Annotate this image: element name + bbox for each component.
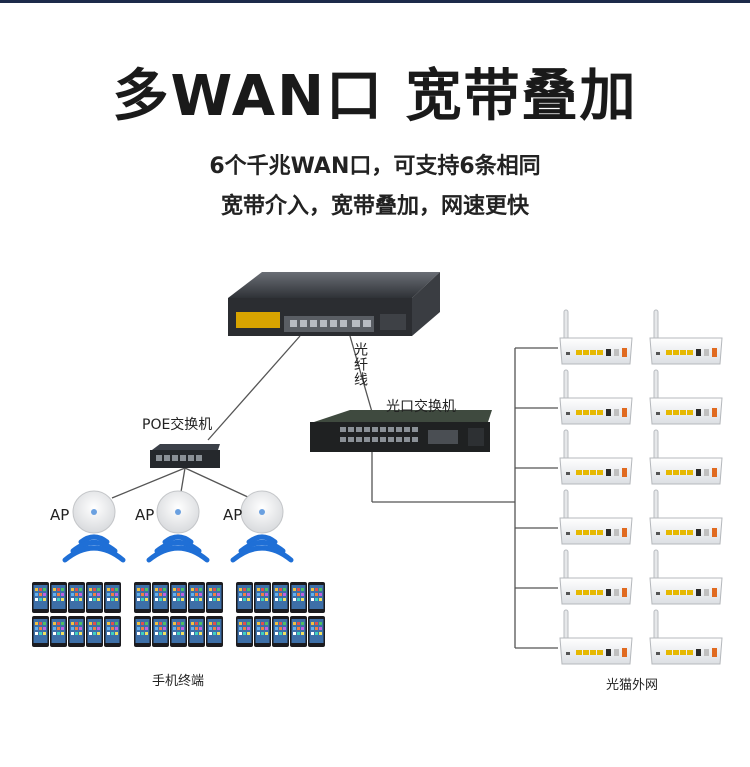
- subtitle-line-1: 6个千兆WAN口，可支持6条相同: [209, 154, 541, 179]
- connection-lines: [111, 335, 558, 649]
- top-border: [0, 0, 750, 3]
- ap-label-2: AP: [135, 506, 155, 524]
- phone-terminals: [32, 582, 325, 647]
- subtitle-line-2: 宽带介入，宽带叠加，网速更快: [220, 194, 529, 219]
- optical-modems: [559, 309, 723, 665]
- rack-router: [228, 272, 440, 336]
- page-title: 多WAN口 宽带叠加: [112, 64, 638, 129]
- access-points: [72, 490, 284, 534]
- phones-label: 手机终端: [152, 674, 205, 689]
- wifi-signal-icons: [62, 534, 294, 563]
- ap-label-3: AP: [223, 506, 243, 524]
- fiber-label: 光纤线: [352, 342, 368, 387]
- optical-switch: [310, 410, 492, 452]
- poe-switch-label: POE交换机: [142, 417, 213, 433]
- modems-label: 光猫外网: [606, 678, 659, 693]
- ap-label-1: AP: [50, 506, 70, 524]
- poe-switch: [150, 444, 220, 468]
- optical-switch-label: 光口交换机: [386, 399, 456, 415]
